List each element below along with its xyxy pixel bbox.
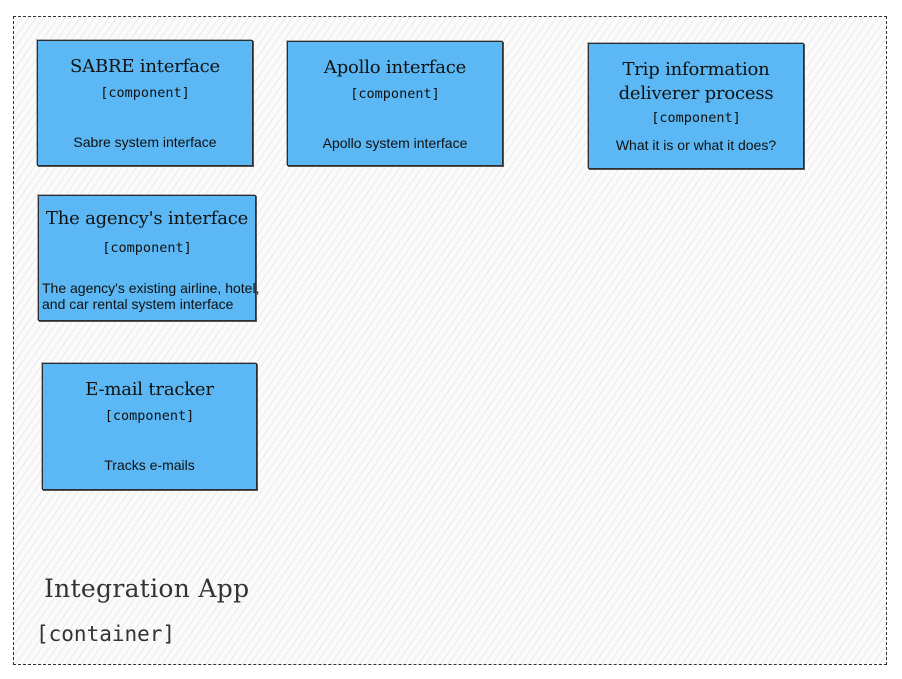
component-description: Apollo system interface — [322, 135, 468, 151]
component-type: [component] — [102, 240, 192, 256]
component-title: The agency's interface — [45, 208, 249, 229]
component-type: [component] — [100, 85, 190, 101]
component-description: Sabre system interface — [73, 134, 217, 150]
container-type: [container] — [36, 622, 176, 646]
apollo-interface-component[interactable]: Apollo interface [component] Apollo syst… — [287, 41, 503, 166]
component-title: Trip information deliverer process — [618, 59, 774, 104]
component-description: The agency's existing airline, hotel, an… — [42, 280, 260, 312]
component-type: [component] — [350, 86, 440, 102]
component-description: What it is or what it does? — [615, 137, 777, 153]
agency-interface-component[interactable]: The agency's interface [component] The a… — [38, 195, 259, 321]
trip-information-deliverer-component[interactable]: Trip information deliverer process [comp… — [588, 43, 804, 169]
sabre-interface-component[interactable]: SABRE interface [component] Sabre system… — [37, 40, 253, 166]
component-title: SABRE interface — [70, 56, 220, 77]
email-tracker-component[interactable]: E-mail tracker [component] Tracks e-mail… — [42, 363, 257, 490]
component-type: [component] — [651, 110, 741, 126]
component-title: Apollo interface — [323, 57, 467, 78]
container-title: Integration App — [44, 574, 250, 603]
component-type: [component] — [104, 408, 195, 424]
component-description: Tracks e-mails — [104, 457, 195, 473]
component-title: E-mail tracker — [85, 379, 214, 400]
